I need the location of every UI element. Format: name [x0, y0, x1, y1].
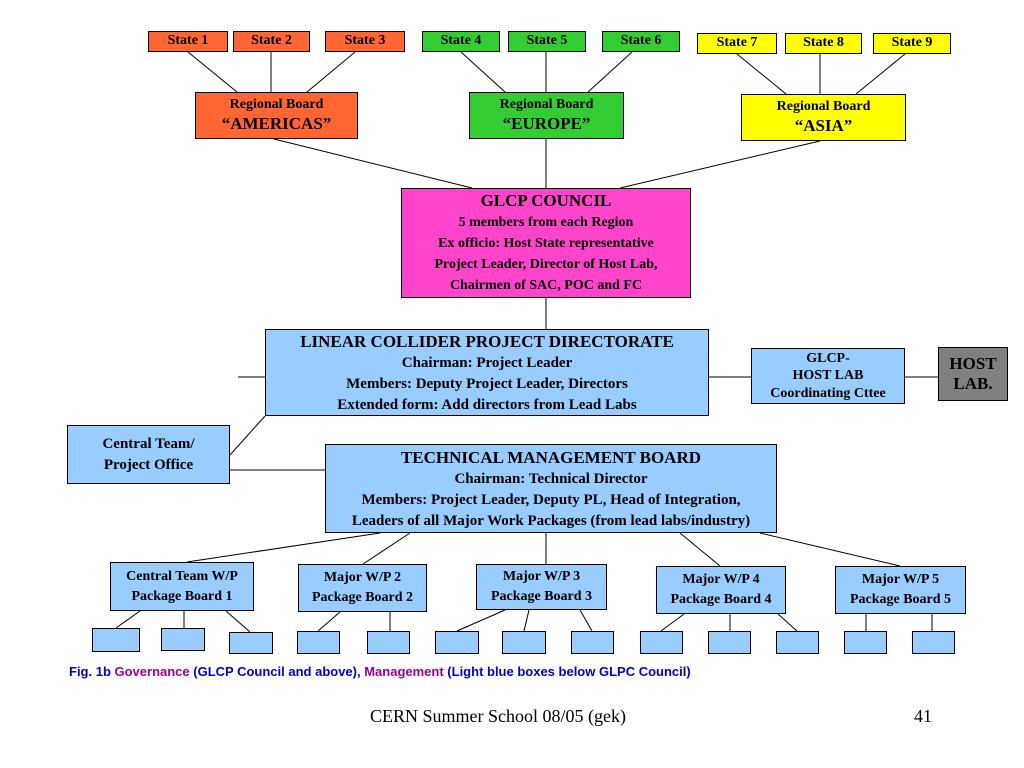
- coord-line: HOST LAB: [792, 368, 864, 384]
- council-line: Project Leader, Director of Host Lab,: [434, 257, 658, 273]
- sub-package-box: [229, 632, 273, 654]
- state-label: State 1: [167, 33, 209, 49]
- sub-package-box: [844, 631, 887, 654]
- work-package-line: Major W/P 2: [323, 570, 402, 586]
- sub-package-box: [502, 631, 546, 654]
- regional-board-label: Regional Board: [229, 96, 324, 112]
- work-package-line: Package Board 4: [670, 592, 772, 607]
- central-team-line: Project Office: [103, 456, 194, 473]
- caption-management: Management: [364, 664, 444, 679]
- central-team-box: Central Team/ Project Office: [67, 425, 230, 484]
- sub-package-box: [640, 631, 683, 654]
- state-4-box: State 4: [422, 31, 500, 52]
- state-label: State 6: [620, 33, 662, 49]
- caption-management-scope: (Light blue boxes below GLPC Council): [443, 664, 691, 679]
- state-label: State 4: [440, 33, 482, 49]
- region-name: “ASIA”: [794, 115, 853, 135]
- footer-source: CERN Summer School 08/05 (gek): [370, 706, 626, 726]
- state-7-box: State 7: [697, 33, 777, 54]
- regional-board-label: Regional Board: [776, 98, 871, 114]
- caption-governance-scope: (GLCP Council and above),: [189, 664, 365, 679]
- state-6-box: State 6: [602, 31, 680, 52]
- directorate-line: Extended form: Add directors from Lead L…: [337, 396, 637, 413]
- caption-prefix: Fig. 1b: [69, 664, 115, 679]
- council-title: GLCP COUNCIL: [480, 190, 612, 210]
- state-1-box: State 1: [148, 31, 228, 52]
- host-lab-box: HOST LAB.: [938, 347, 1008, 401]
- sub-package-box: [367, 631, 410, 654]
- state-2-box: State 2: [233, 31, 310, 52]
- central-team-line: Central Team/: [102, 436, 195, 453]
- work-package-line: Package Board 1: [131, 588, 233, 604]
- glcp-council-box: GLCP COUNCIL 5 members from each Region …: [401, 188, 691, 298]
- tmb-title: TECHNICAL MANAGEMENT BOARD: [400, 447, 702, 467]
- sub-package-box: [161, 628, 205, 651]
- work-package-line: Major W/P 3: [502, 569, 581, 585]
- state-9-box: State 9: [873, 33, 951, 54]
- figure-caption: Fig. 1b Governance (GLCP Council and abo…: [69, 664, 691, 679]
- project-directorate-box: LINEAR COLLIDER PROJECT DIRECTORATE Chai…: [265, 329, 709, 416]
- council-line: Chairmen of SAC, POC and FC: [449, 278, 643, 294]
- sub-package-box: [776, 631, 819, 654]
- work-package-2-box: Major W/P 2 Package Board 2: [298, 564, 427, 612]
- coord-line: Coordinating Cttee: [770, 385, 886, 401]
- directorate-line: Members: Deputy Project Leader, Director…: [346, 375, 628, 392]
- state-label: State 7: [716, 35, 758, 51]
- work-package-line: Package Board 5: [849, 592, 952, 607]
- sub-package-box: [92, 628, 140, 652]
- state-label: State 8: [803, 35, 844, 51]
- work-package-4-box: Major W/P 4 Package Board 4: [656, 566, 786, 614]
- sub-package-box: [912, 631, 955, 654]
- tmb-line: Members: Project Leader, Deputy PL, Head…: [361, 491, 741, 508]
- caption-governance: Governance: [114, 664, 190, 679]
- council-line: Ex officio: Host State representative: [438, 236, 654, 252]
- state-3-box: State 3: [325, 31, 405, 52]
- host-lab-coordinating-committee-box: GLCP- HOST LAB Coordinating Cttee: [751, 348, 905, 404]
- sub-package-box: [708, 631, 751, 654]
- directorate-title: LINEAR COLLIDER PROJECT DIRECTORATE: [300, 331, 674, 351]
- tmb-line: Leaders of all Major Work Packages (from…: [351, 512, 751, 529]
- state-label: State 2: [251, 33, 292, 49]
- state-label: State 3: [344, 33, 386, 49]
- state-label: State 9: [891, 35, 933, 51]
- sub-package-box: [571, 631, 614, 654]
- state-label: State 5: [526, 33, 568, 49]
- directorate-line: Chairman: Project Leader: [401, 355, 573, 372]
- work-package-line: Major W/P 5: [861, 572, 940, 588]
- host-lab-line: LAB.: [953, 374, 993, 393]
- regional-board-europe: Regional Board “EUROPE”: [469, 92, 624, 139]
- work-package-3-box: Major W/P 3 Package Board 3: [476, 564, 607, 610]
- tmb-line: Chairman: Technical Director: [454, 471, 648, 488]
- regional-board-label: Regional Board: [499, 96, 594, 112]
- work-package-line: Package Board 3: [490, 589, 593, 604]
- host-lab-line: HOST: [949, 354, 997, 374]
- state-8-box: State 8: [785, 33, 862, 54]
- coord-line: GLCP-: [806, 350, 850, 366]
- work-package-5-box: Major W/P 5 Package Board 5: [835, 566, 966, 614]
- sub-package-box: [297, 631, 340, 654]
- sub-package-box: [435, 631, 479, 654]
- work-package-line: Central Team W/P: [126, 568, 238, 584]
- page-number: 41: [914, 706, 932, 726]
- state-5-box: State 5: [508, 31, 586, 52]
- work-package-1-box: Central Team W/P Package Board 1: [110, 562, 254, 611]
- technical-management-board-box: TECHNICAL MANAGEMENT BOARD Chairman: Tec…: [325, 444, 777, 533]
- council-line: 5 members from each Region: [458, 215, 634, 231]
- regional-board-asia: Regional Board “ASIA”: [741, 94, 906, 141]
- region-name: “AMERICAS”: [221, 113, 332, 133]
- region-name: “EUROPE”: [502, 113, 591, 133]
- regional-board-americas: Regional Board “AMERICAS”: [195, 92, 358, 139]
- work-package-line: Package Board 2: [311, 590, 414, 605]
- work-package-line: Major W/P 4: [682, 572, 760, 588]
